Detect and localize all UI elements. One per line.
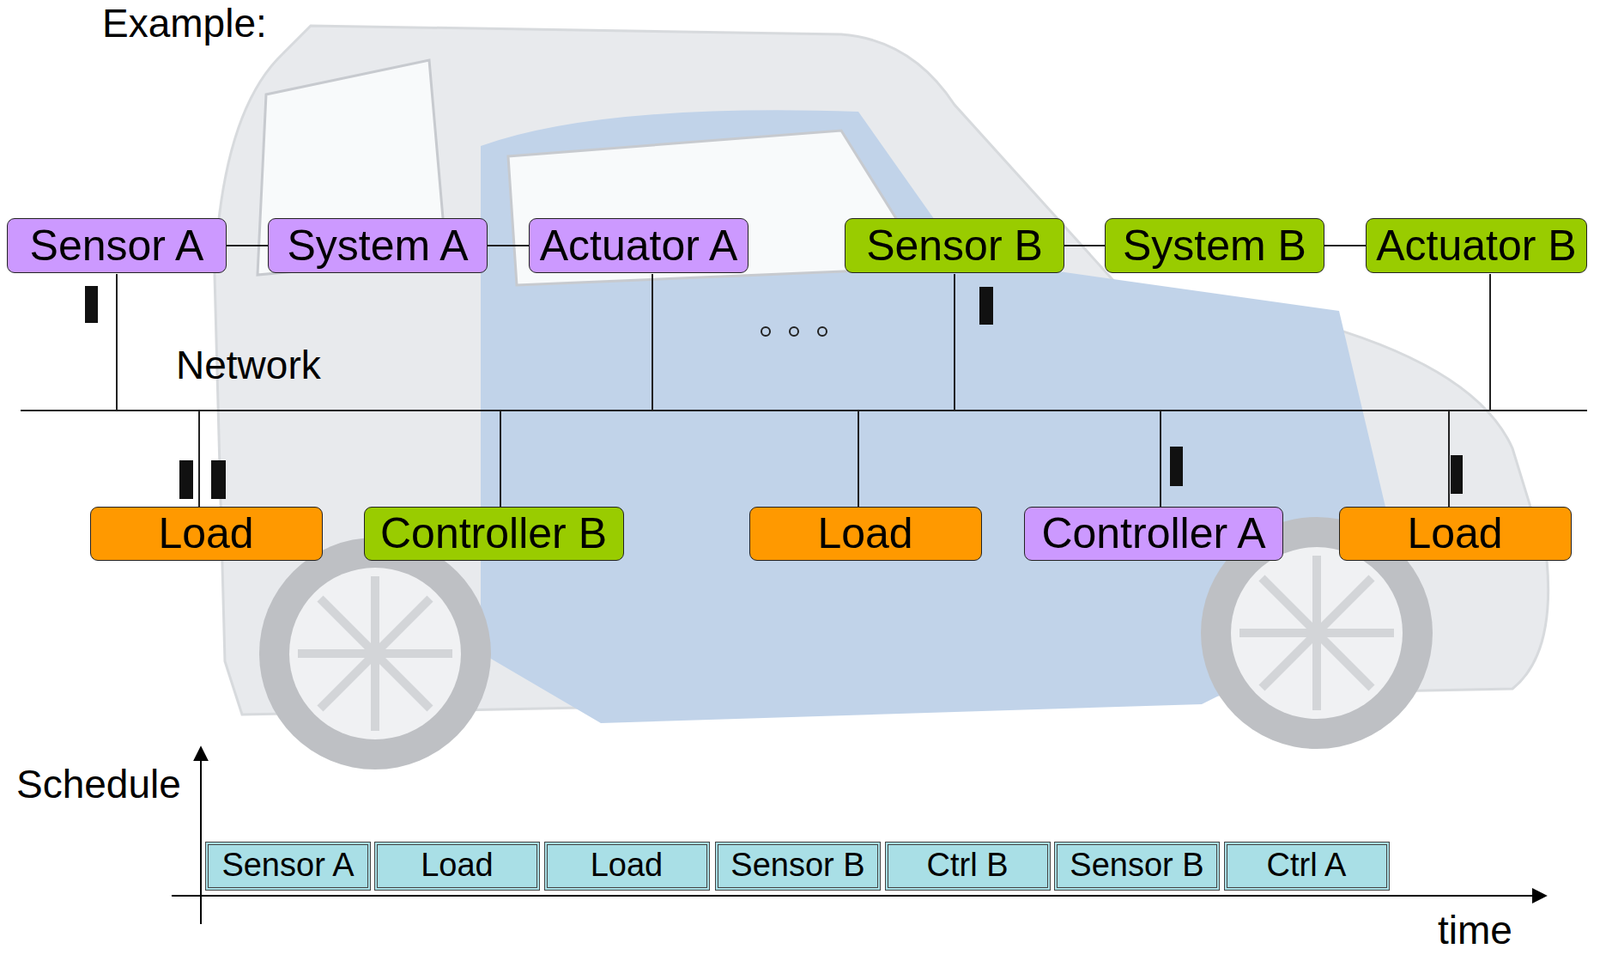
- bus-drop: [1489, 273, 1491, 411]
- time-axis: [171, 894, 1546, 897]
- schedule-axis: [200, 746, 202, 924]
- box-label: Load: [157, 509, 254, 558]
- message-bar: [211, 460, 226, 499]
- component-box: Load: [749, 506, 982, 561]
- box-label: Sensor A: [221, 847, 354, 884]
- link-line: [487, 244, 529, 247]
- box-label: Load: [1406, 509, 1503, 558]
- schedule-slot: Ctrl B: [884, 841, 1051, 891]
- bus-drop: [115, 273, 118, 411]
- component-box: Sensor A: [6, 218, 227, 273]
- axis-label: time: [1437, 908, 1513, 952]
- box-label: Sensor B: [1069, 847, 1204, 884]
- network-label: Network: [175, 343, 322, 388]
- schedule-slot: Sensor A: [205, 841, 371, 891]
- ellipsis-dot: [818, 327, 827, 336]
- box-label: Ctrl A: [1266, 847, 1347, 884]
- schedule-slot: Load: [544, 841, 710, 891]
- wheel-spokes: [297, 555, 1394, 731]
- car-wheel-rim: [289, 567, 461, 740]
- ellipsis-dot: [789, 327, 799, 336]
- car-door-panel: [480, 109, 1408, 723]
- box-label: Actuator B: [1375, 222, 1576, 270]
- car-wheel: [259, 537, 491, 770]
- component-box: Actuator A: [528, 218, 749, 273]
- component-box: Sensor B: [844, 218, 1065, 273]
- ellipsis-dot: [761, 327, 770, 336]
- message-bar: [979, 286, 994, 325]
- component-box: Load: [1339, 506, 1572, 561]
- link-line: [1064, 244, 1105, 247]
- link-line: [1324, 244, 1366, 247]
- box-label: Sensor A: [30, 222, 205, 270]
- box-label: Load: [817, 509, 913, 558]
- message-bar: [84, 285, 98, 323]
- message-bar: [179, 460, 194, 499]
- component-box: Controller B: [363, 506, 625, 561]
- bus-drop: [651, 273, 654, 411]
- bus-drop: [499, 410, 502, 507]
- network-bus: [20, 409, 1588, 412]
- box-label: Controller B: [380, 509, 607, 558]
- axis-label: Schedule: [16, 762, 182, 807]
- bus-drop: [953, 273, 956, 411]
- component-box: System A: [267, 218, 488, 273]
- title: Example:: [102, 1, 267, 46]
- bus-drop: [1159, 410, 1162, 507]
- car-wheel-rim: [1230, 546, 1403, 719]
- bus-drop: [1448, 410, 1450, 507]
- box-label: Load: [420, 847, 494, 884]
- box-label: Load: [590, 847, 664, 884]
- message-bar: [1169, 446, 1183, 486]
- box-label: Controller A: [1041, 509, 1266, 558]
- bus-drop: [857, 410, 860, 507]
- box-label: System A: [286, 222, 468, 270]
- schedule-slot: Ctrl A: [1224, 841, 1390, 891]
- bus-drop: [198, 410, 200, 507]
- component-box: Actuator B: [1365, 218, 1587, 273]
- link-line: [226, 244, 268, 247]
- box-label: System B: [1122, 222, 1307, 270]
- component-box: Load: [90, 506, 323, 561]
- message-bar: [1450, 454, 1463, 494]
- box-label: Sensor B: [866, 222, 1043, 270]
- schedule-slot: Load: [374, 841, 540, 891]
- box-label: Ctrl B: [927, 847, 1009, 884]
- component-box: System B: [1104, 218, 1325, 273]
- schedule-slot: Sensor B: [1054, 841, 1220, 891]
- box-label: Actuator A: [539, 222, 739, 270]
- component-box: Controller A: [1024, 506, 1284, 561]
- box-label: Sensor B: [730, 847, 865, 884]
- schedule-slot: Sensor B: [715, 841, 881, 891]
